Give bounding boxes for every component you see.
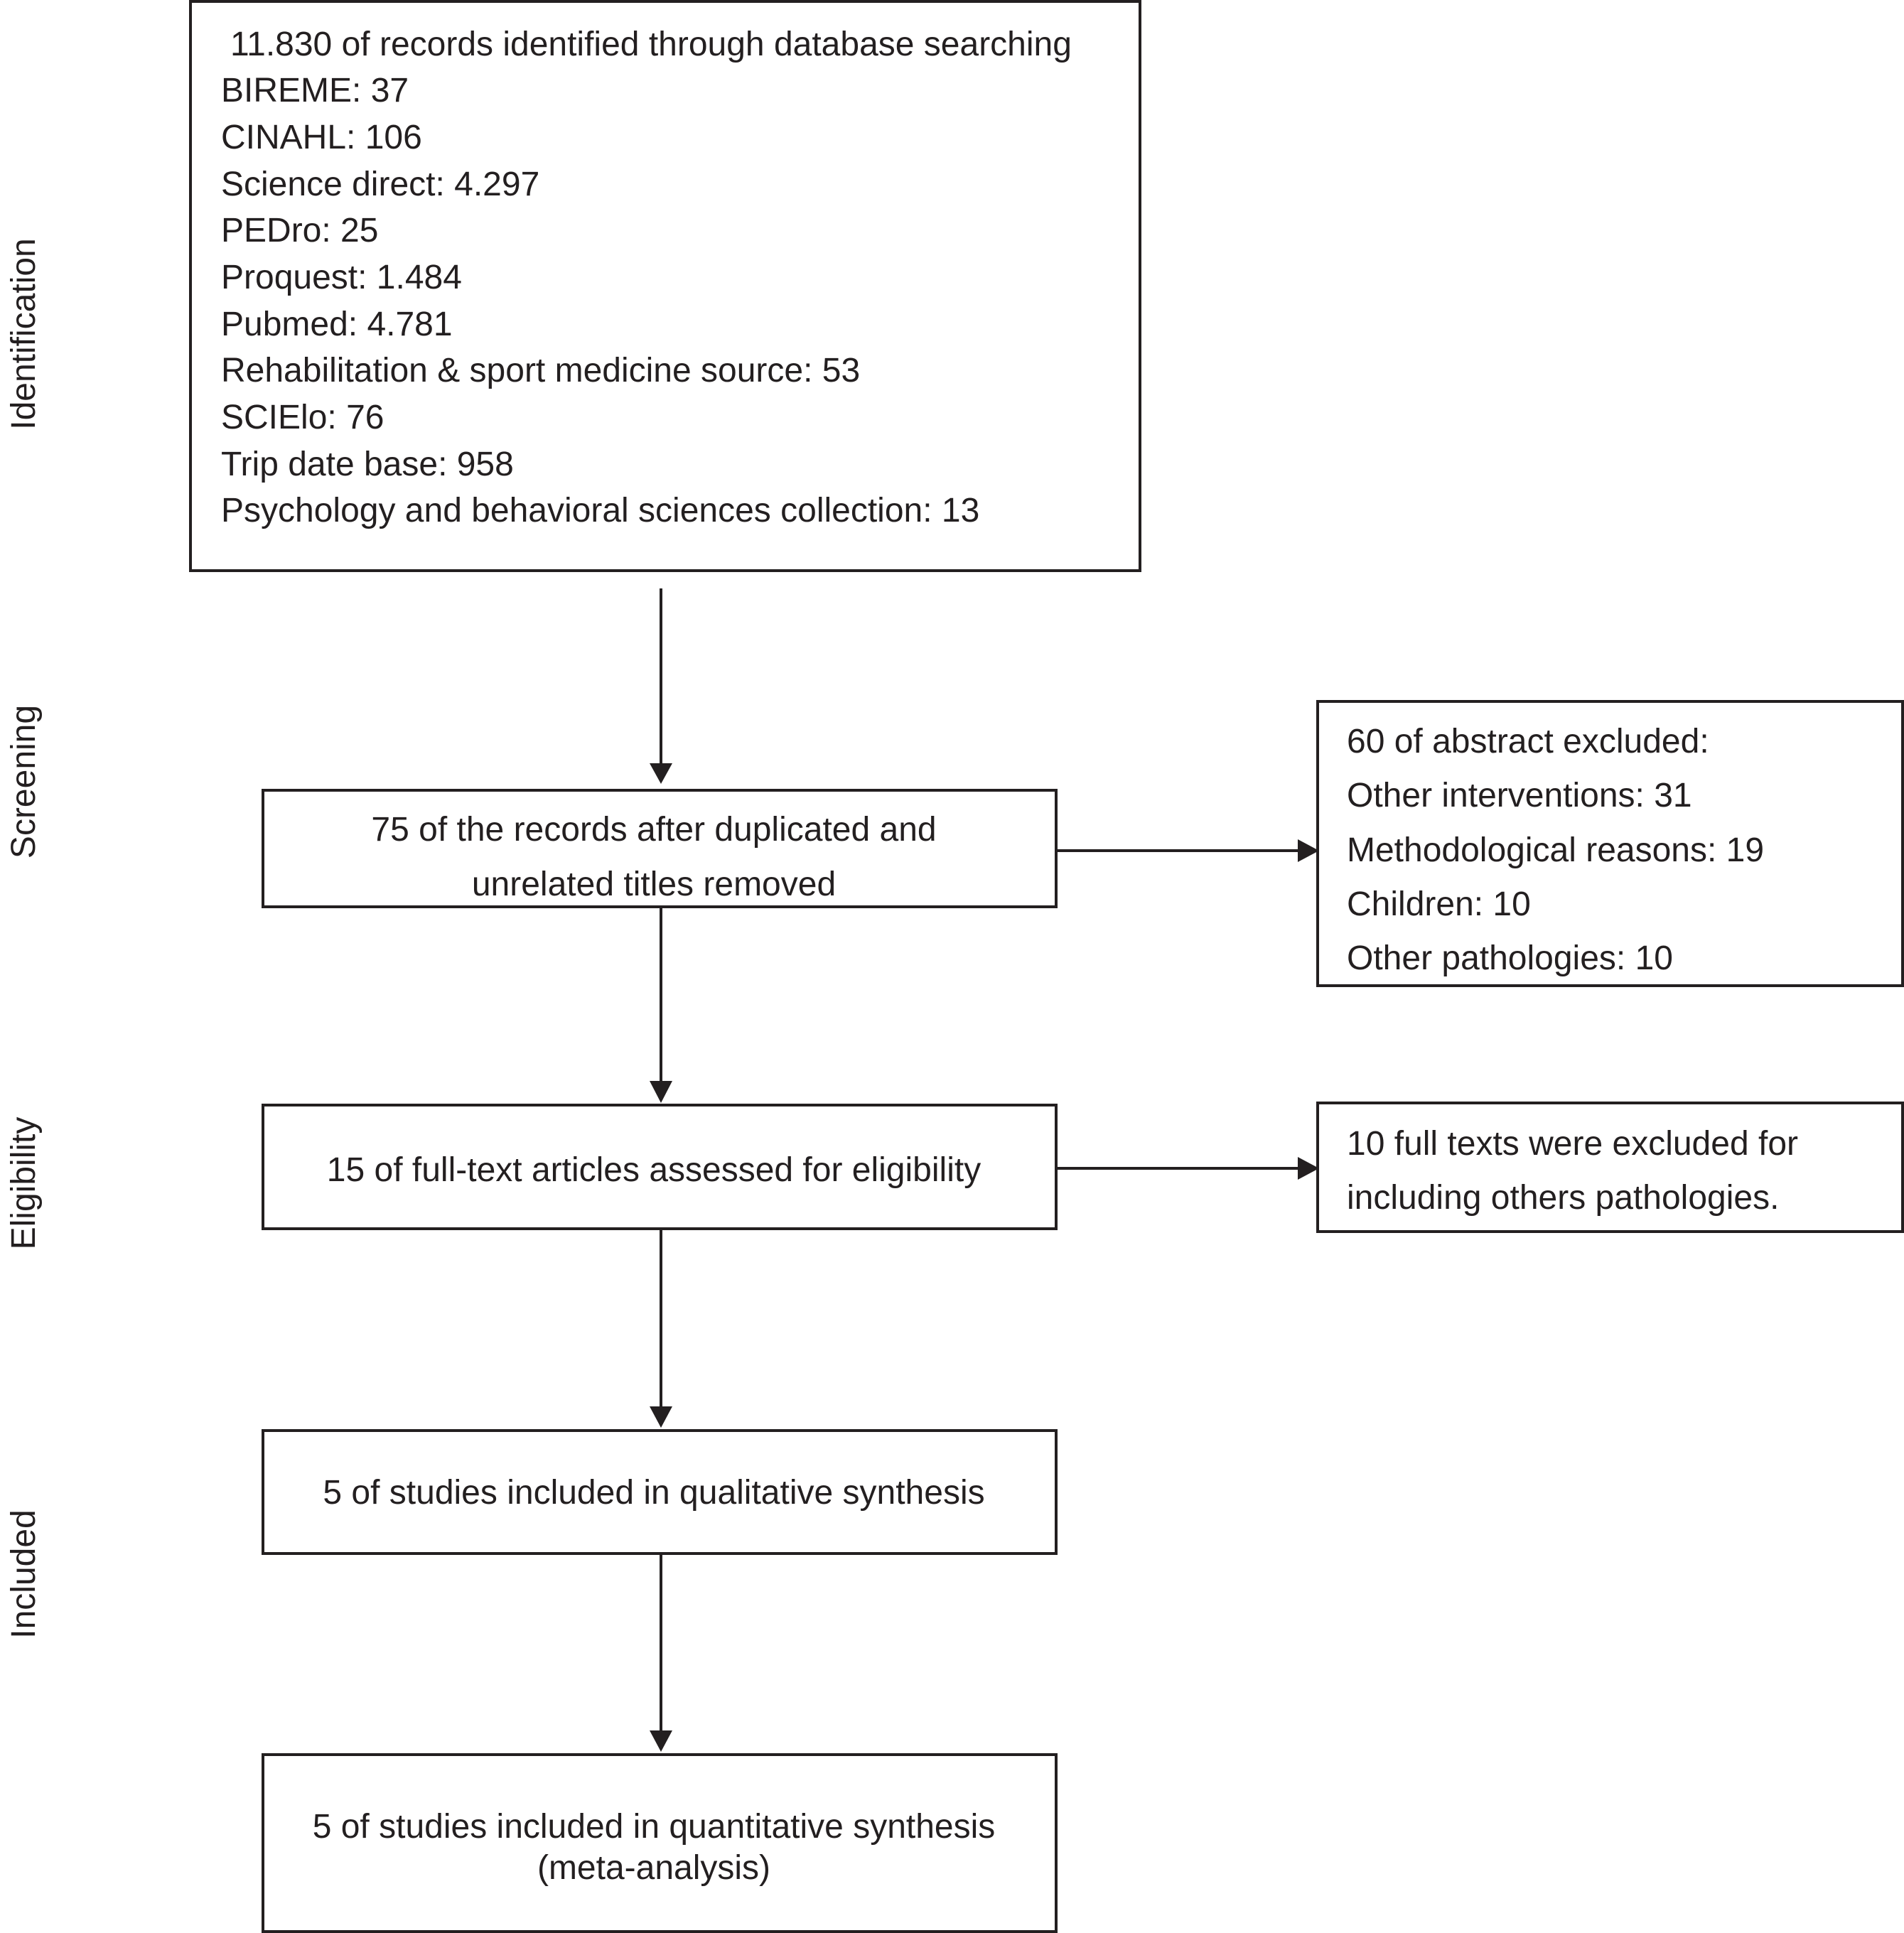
identification-total: 11.830 of records identified through dat… [230,26,1072,63]
identification-source-trip: Trip date base: 958 [221,446,514,483]
identification-source-scielo: SCIElo: 76 [221,399,384,436]
fulltext-excluded-box: 10 full texts were excluded for includin… [1316,1102,1904,1233]
identification-source-science-direct: Science direct: 4.297 [221,166,540,203]
abstract-excluded-total: 60 of abstract excluded: [1347,723,1709,760]
abstract-excluded-box: 60 of abstract excluded: Other intervent… [1316,700,1904,987]
arrowhead-right-1 [1298,839,1319,862]
identification-source-cinahl: CINAHL: 106 [221,119,422,156]
identification-source-psychology: Psychology and behavioral sciences colle… [221,492,980,529]
screening-line-2: unrelated titles removed [471,866,837,903]
fulltext-excluded-line-2: including others pathologies. [1347,1179,1780,1217]
qualitative-line-1: 5 of studies included in qualitative syn… [323,1474,985,1512]
qualitative-synthesis-box: 5 of studies included in qualitative syn… [262,1429,1058,1555]
arrowhead-down-2 [650,1081,672,1103]
quantitative-synthesis-box: 5 of studies included in quantitative sy… [262,1753,1058,1933]
abstract-excluded-children: Children: 10 [1347,885,1531,923]
abstract-excluded-methodological: Methodological reasons: 19 [1347,831,1765,869]
eligibility-box: 15 of full-text articles assessed for el… [262,1104,1058,1230]
arrowhead-down-1 [650,763,672,784]
arrowhead-down-3 [650,1406,672,1428]
screening-line-1: 75 of the records after duplicated and [371,811,937,849]
identification-source-bireme: BIREME: 37 [221,72,409,109]
arrowhead-right-2 [1298,1157,1319,1180]
eligibility-line-1: 15 of full-text articles assessed for el… [326,1151,981,1189]
identification-source-pedro: PEDro: 25 [221,212,379,249]
identification-source-rehabilitation: Rehabilitation & sport medicine source: … [221,352,861,389]
quantitative-line-2: (meta-analysis) [537,1849,771,1887]
quantitative-line-1: 5 of studies included in quantitative sy… [312,1808,996,1846]
screening-box: 75 of the records after duplicated and u… [262,789,1058,908]
arrowhead-down-4 [650,1730,672,1752]
fulltext-excluded-line-1: 10 full texts were excluded for [1347,1125,1798,1163]
abstract-excluded-other-pathologies: Other pathologies: 10 [1347,939,1673,977]
identification-source-proquest: Proquest: 1.484 [221,259,462,296]
abstract-excluded-other-interventions: Other interventions: 31 [1347,777,1692,814]
identification-source-pubmed: Pubmed: 4.781 [221,306,453,343]
identification-box: 11.830 of records identified through dat… [189,0,1141,572]
